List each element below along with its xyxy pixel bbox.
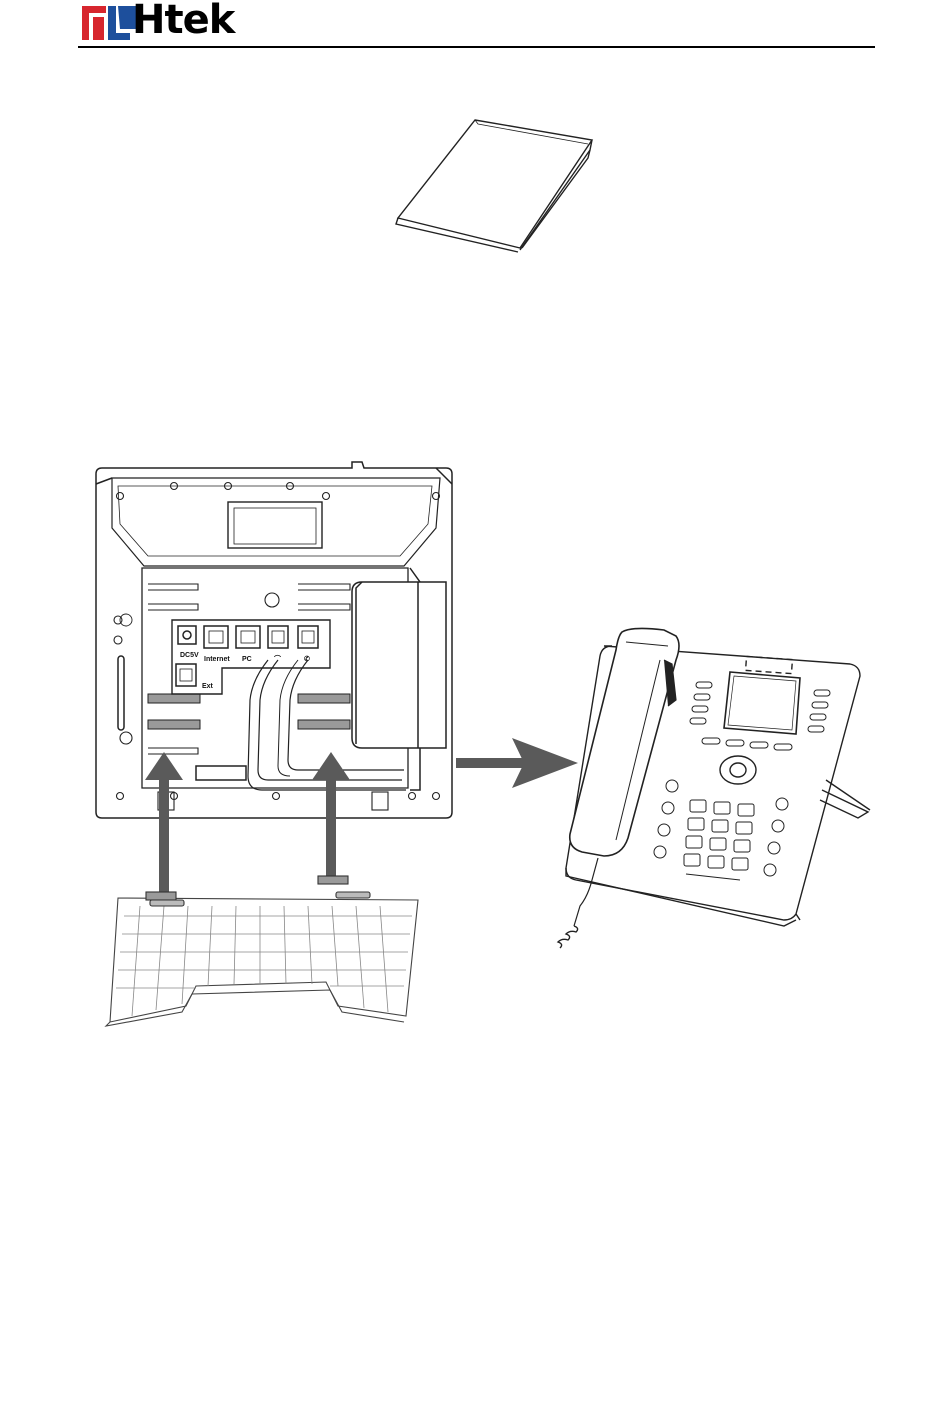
port-label-handset-icon: ✆ xyxy=(304,655,310,663)
port-label-ext: Ext xyxy=(202,683,214,690)
port-label-dc5v: DC5V xyxy=(180,652,199,659)
port-label-pc: PC xyxy=(242,656,252,663)
phone-back-view xyxy=(96,462,452,818)
booklet-icon xyxy=(396,120,592,252)
right-arrow xyxy=(456,738,578,788)
phone-front-view xyxy=(558,628,870,948)
port-label-internet: Internet xyxy=(204,656,230,663)
port-label-headset-icon: ⌒ xyxy=(273,654,282,663)
stand-bracket xyxy=(106,876,418,1026)
